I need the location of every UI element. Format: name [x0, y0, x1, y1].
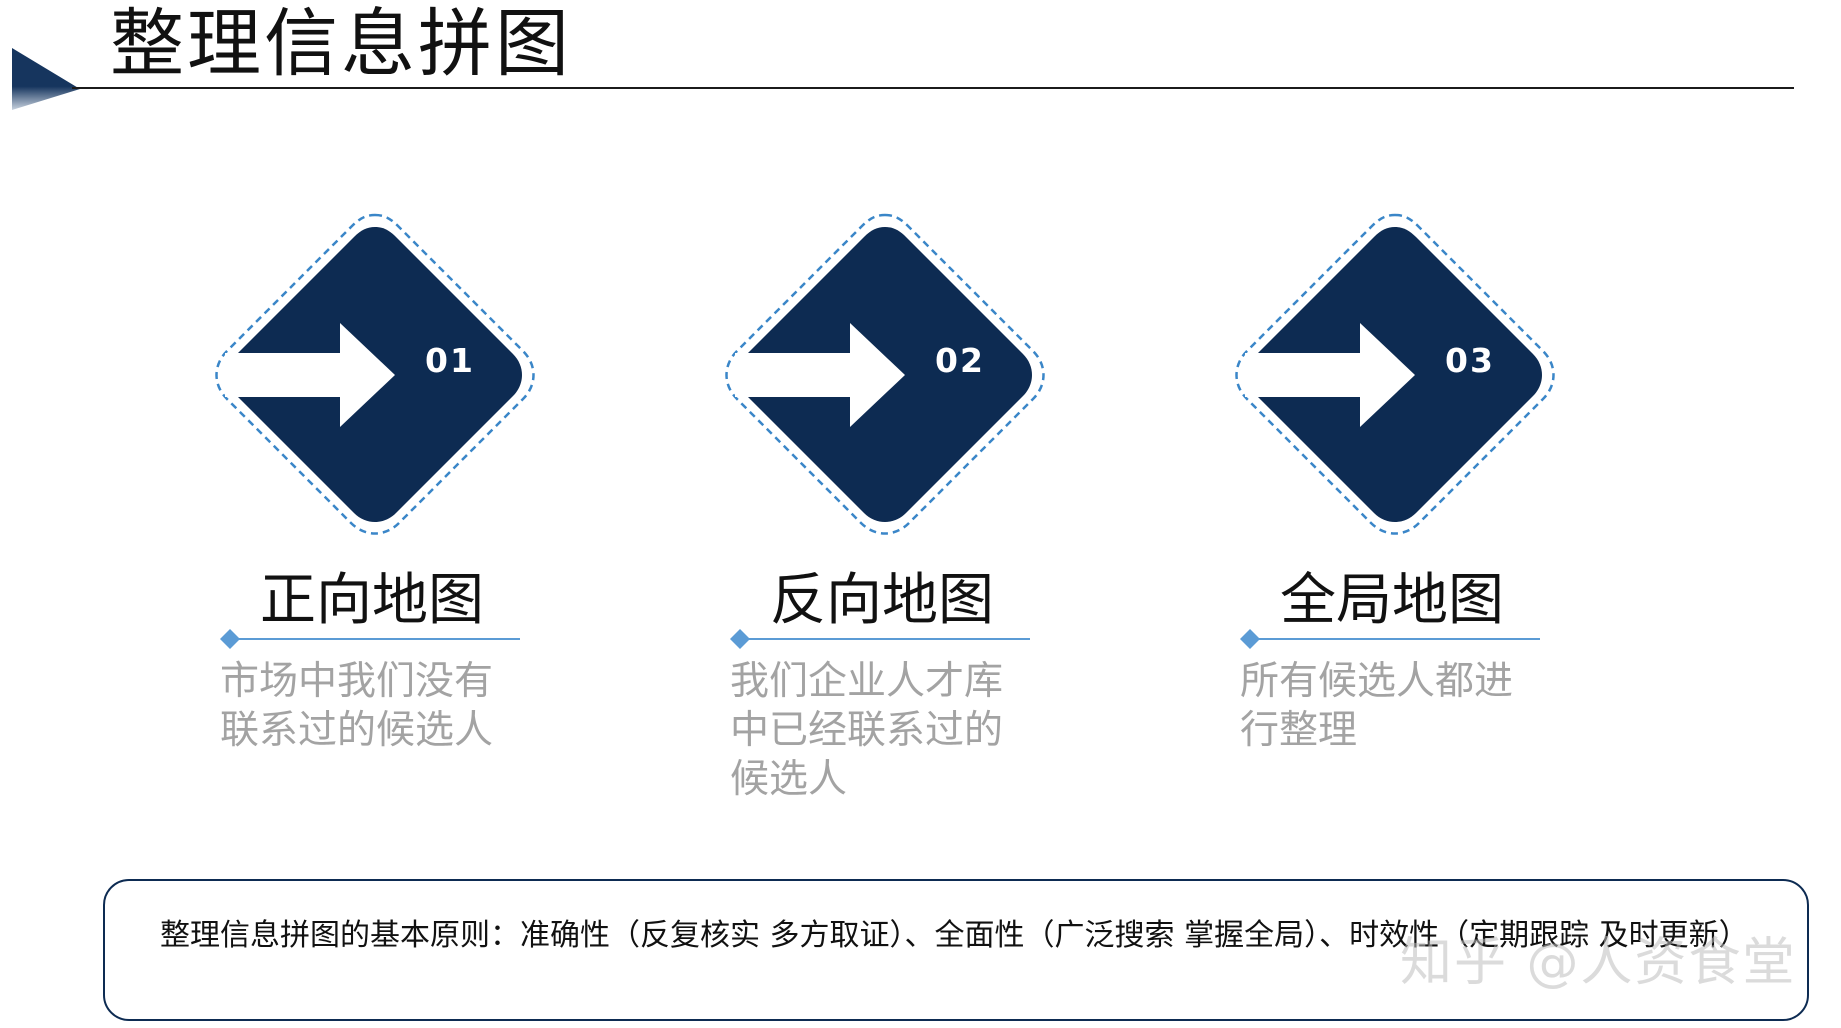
- card-heading: 正向地图: [260, 568, 484, 633]
- diamond-badge: [1235, 213, 1555, 535]
- card-description: 所有候选人都进行整理: [1240, 659, 1514, 753]
- card-forward-map: 01 正向地图 市场中我们没有联系过的候选人: [205, 205, 625, 845]
- card-global-map: 03 全局地图 所有候选人都进行整理: [1225, 205, 1645, 845]
- corner-triangle-icon: [12, 48, 80, 110]
- principles-text: 整理信息拼图的基本原则：准确性（反复核实 多方取证）、全面性（广泛搜索 掌握全局…: [160, 918, 1749, 953]
- title-divider: [72, 87, 1794, 89]
- arrow-right-icon: [735, 323, 905, 427]
- arrow-right-icon: [1245, 323, 1415, 427]
- diamond-badge: [725, 213, 1045, 535]
- diamond-bullet-underline: [220, 629, 520, 649]
- card-heading: 全局地图: [1280, 568, 1504, 633]
- watermark: 知乎 @人资食堂: [1400, 933, 1797, 993]
- principles-box: 整理信息拼图的基本原则：准确性（反复核实 多方取证）、全面性（广泛搜索 掌握全局…: [103, 879, 1809, 1021]
- diamond-bullet-underline: [730, 629, 1030, 649]
- card-number: 03: [1445, 341, 1495, 380]
- card-description: 我们企业人才库中已经联系过的候选人: [730, 659, 1004, 802]
- arrow-right-icon: [225, 323, 395, 427]
- page-title: 整理信息拼图: [110, 1, 572, 87]
- diamond-badge: [215, 213, 535, 535]
- diamond-bullet-underline: [1240, 629, 1540, 649]
- card-number: 01: [425, 341, 475, 380]
- card-number: 02: [935, 341, 985, 380]
- card-reverse-map: 02 反向地图 我们企业人才库中已经联系过的候选人: [715, 205, 1135, 845]
- card-description: 市场中我们没有联系过的候选人: [220, 659, 494, 753]
- card-heading: 反向地图: [770, 568, 994, 633]
